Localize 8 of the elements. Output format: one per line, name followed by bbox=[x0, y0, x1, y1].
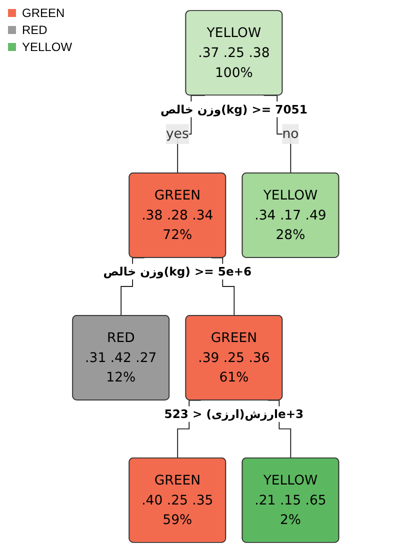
edge-label: yes bbox=[166, 125, 190, 141]
legend-label: RED bbox=[22, 22, 48, 36]
split-condition: وزن خالص(kg) >= 5e+6 bbox=[104, 264, 252, 278]
legend-label: YELLOW bbox=[22, 40, 72, 54]
legend-label: GREEN bbox=[22, 6, 65, 20]
split-condition: ارزش(ارزی) < 523e+3 bbox=[164, 406, 304, 421]
split-condition: وزن خالص(kg) >= 7051 bbox=[160, 102, 308, 116]
edge-label: no bbox=[282, 125, 300, 141]
